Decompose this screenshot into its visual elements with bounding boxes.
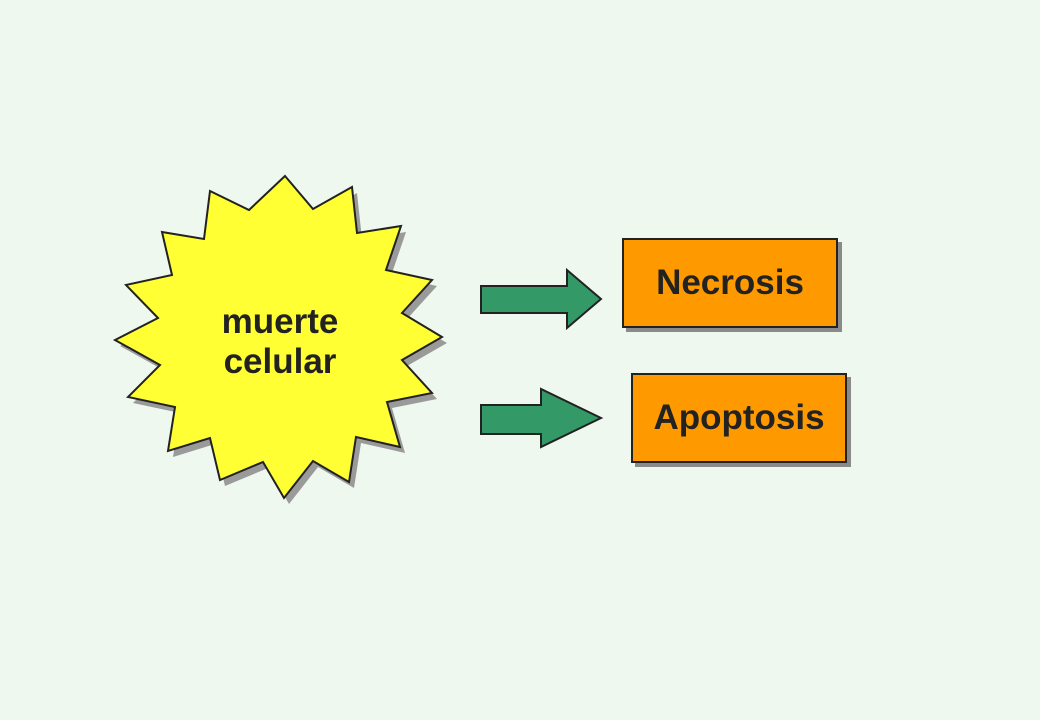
cell-death-label-line1: muerte	[221, 302, 339, 341]
arrow-to-necrosis	[480, 267, 603, 331]
starburst-shape	[112, 174, 444, 500]
necrosis-box: Necrosis	[622, 238, 838, 328]
cell-death-label: muerte celular	[180, 302, 380, 382]
cell-death-label-line2: celular	[223, 342, 337, 381]
apoptosis-label: Apoptosis	[653, 398, 825, 437]
arrow-to-apoptosis	[480, 387, 604, 449]
apoptosis-box: Apoptosis	[631, 373, 847, 463]
necrosis-label: Necrosis	[656, 263, 804, 302]
